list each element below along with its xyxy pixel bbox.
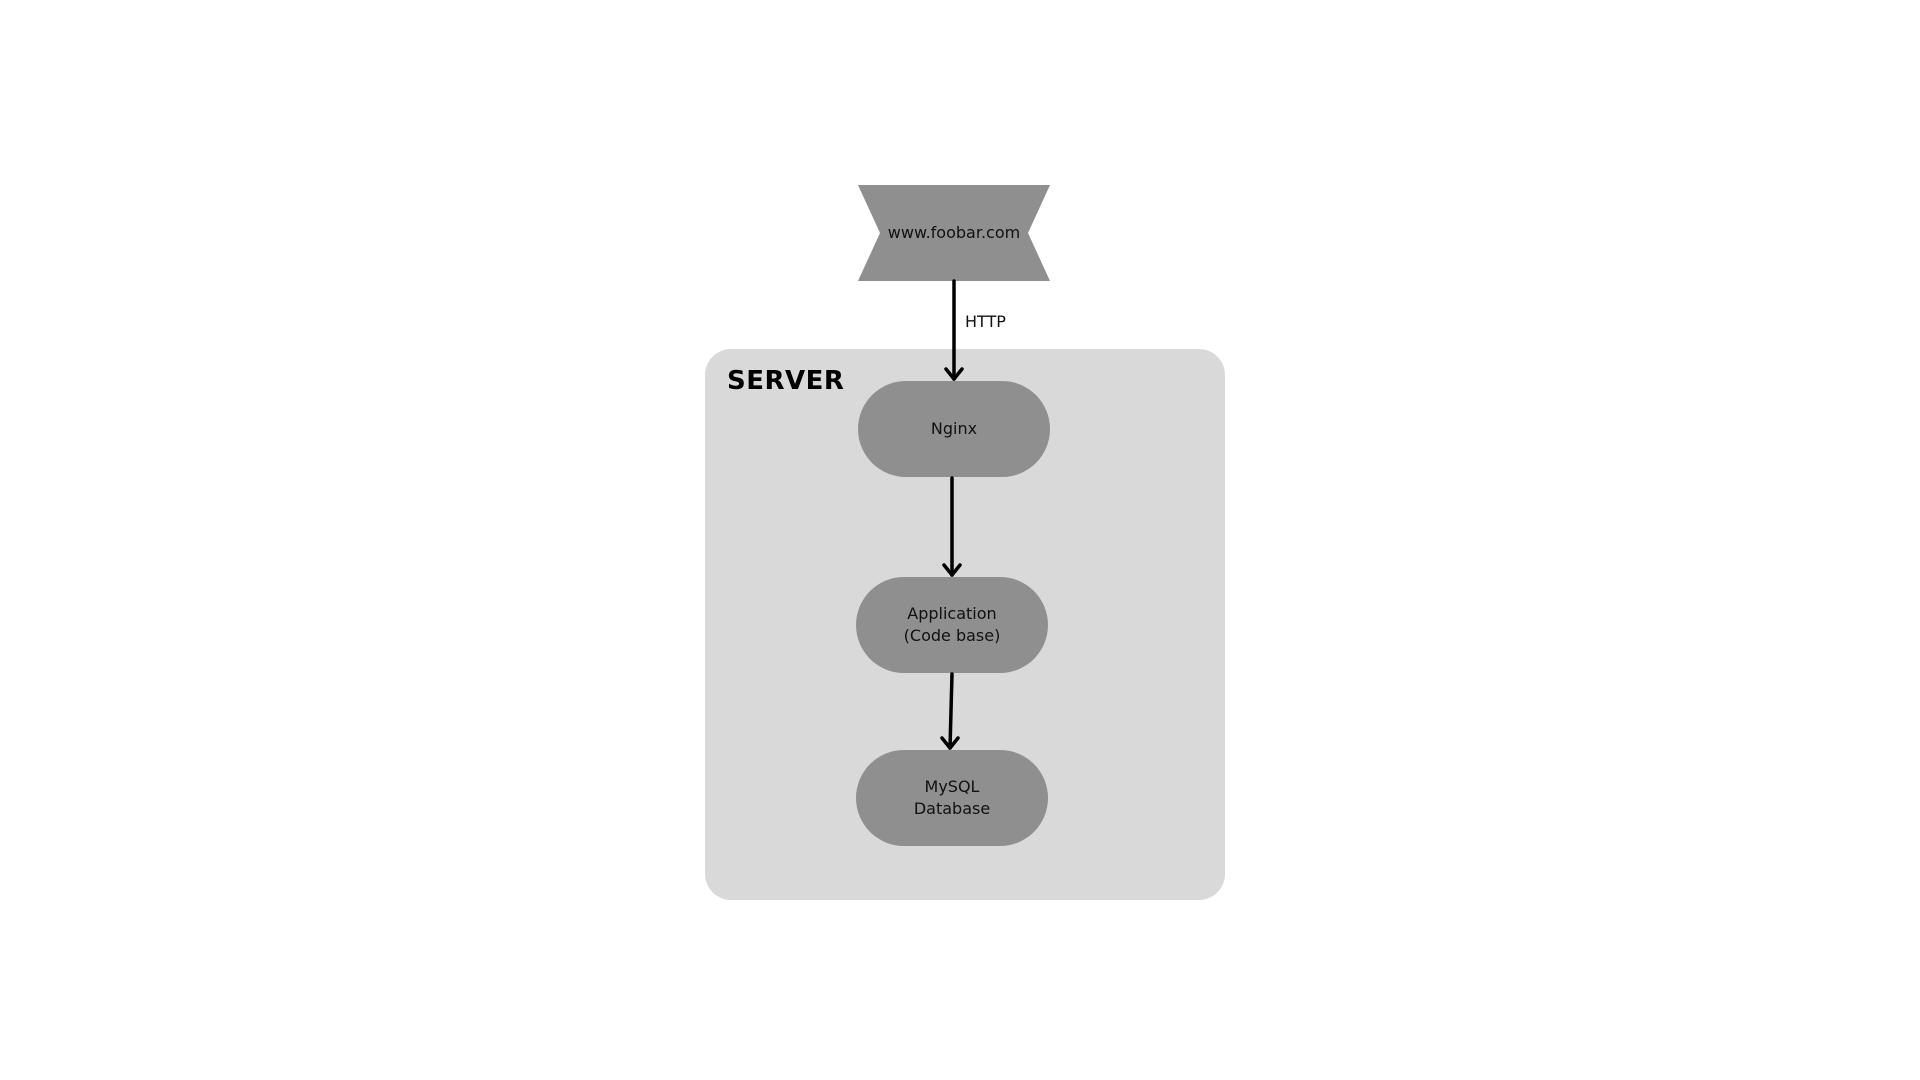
server-container-label: SERVER bbox=[727, 366, 845, 396]
application-node-label: Application (Code base) bbox=[903, 604, 1001, 645]
edge-label-http: HTTP bbox=[965, 312, 1006, 331]
application-node: Application (Code base) bbox=[856, 577, 1048, 673]
domain-node-shape bbox=[858, 185, 1050, 281]
domain-node-label: www.foobar.com bbox=[887, 223, 1021, 242]
mysql-database-node: MySQL Database bbox=[856, 750, 1048, 846]
domain-node: www.foobar.com bbox=[858, 185, 1050, 281]
bowtie-banner-shape bbox=[858, 185, 1050, 281]
nginx-node: Nginx bbox=[858, 381, 1050, 477]
mysql-database-node-label: MySQL Database bbox=[913, 777, 991, 818]
nginx-node-label: Nginx bbox=[930, 419, 978, 438]
